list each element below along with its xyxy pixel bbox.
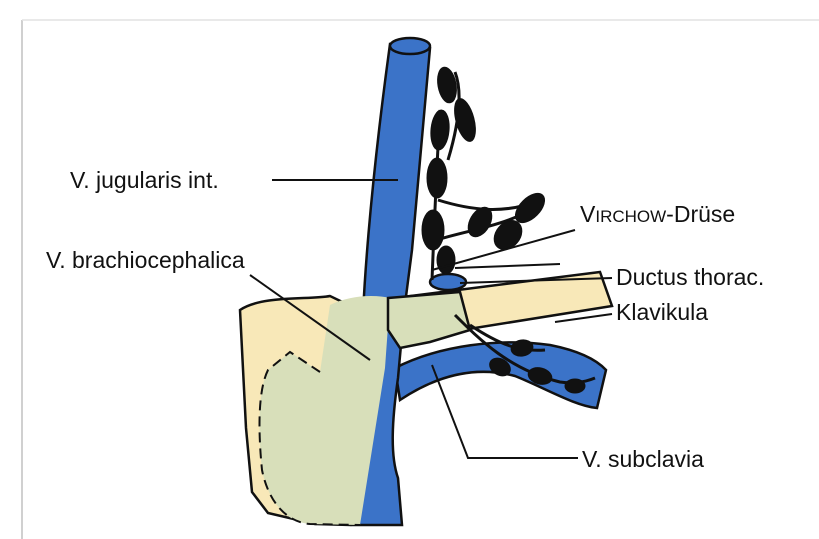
label-klavikula: Klavikula bbox=[616, 299, 708, 325]
lymph-node-chain bbox=[422, 66, 595, 393]
leader-klavikula bbox=[555, 314, 612, 322]
label-virchow: VIRCHOW-Drüse bbox=[580, 201, 735, 227]
label-jugularis: V. jugularis int. bbox=[70, 167, 219, 193]
label-virchow-smallcaps: IRCHOW bbox=[595, 207, 666, 226]
label-subclavia: V. subclavia bbox=[582, 446, 704, 472]
label-virchow-initial: V bbox=[580, 201, 596, 227]
label-virchow-suffix: -Drüse bbox=[666, 201, 735, 227]
jugular-vein-opening bbox=[390, 38, 430, 54]
label-ductus: Ductus thorac. bbox=[616, 264, 764, 290]
label-brachiocephalica: V. brachiocephalica bbox=[46, 247, 245, 273]
clavicle-joint-block bbox=[388, 292, 470, 348]
leader-virchow-b bbox=[455, 264, 560, 268]
